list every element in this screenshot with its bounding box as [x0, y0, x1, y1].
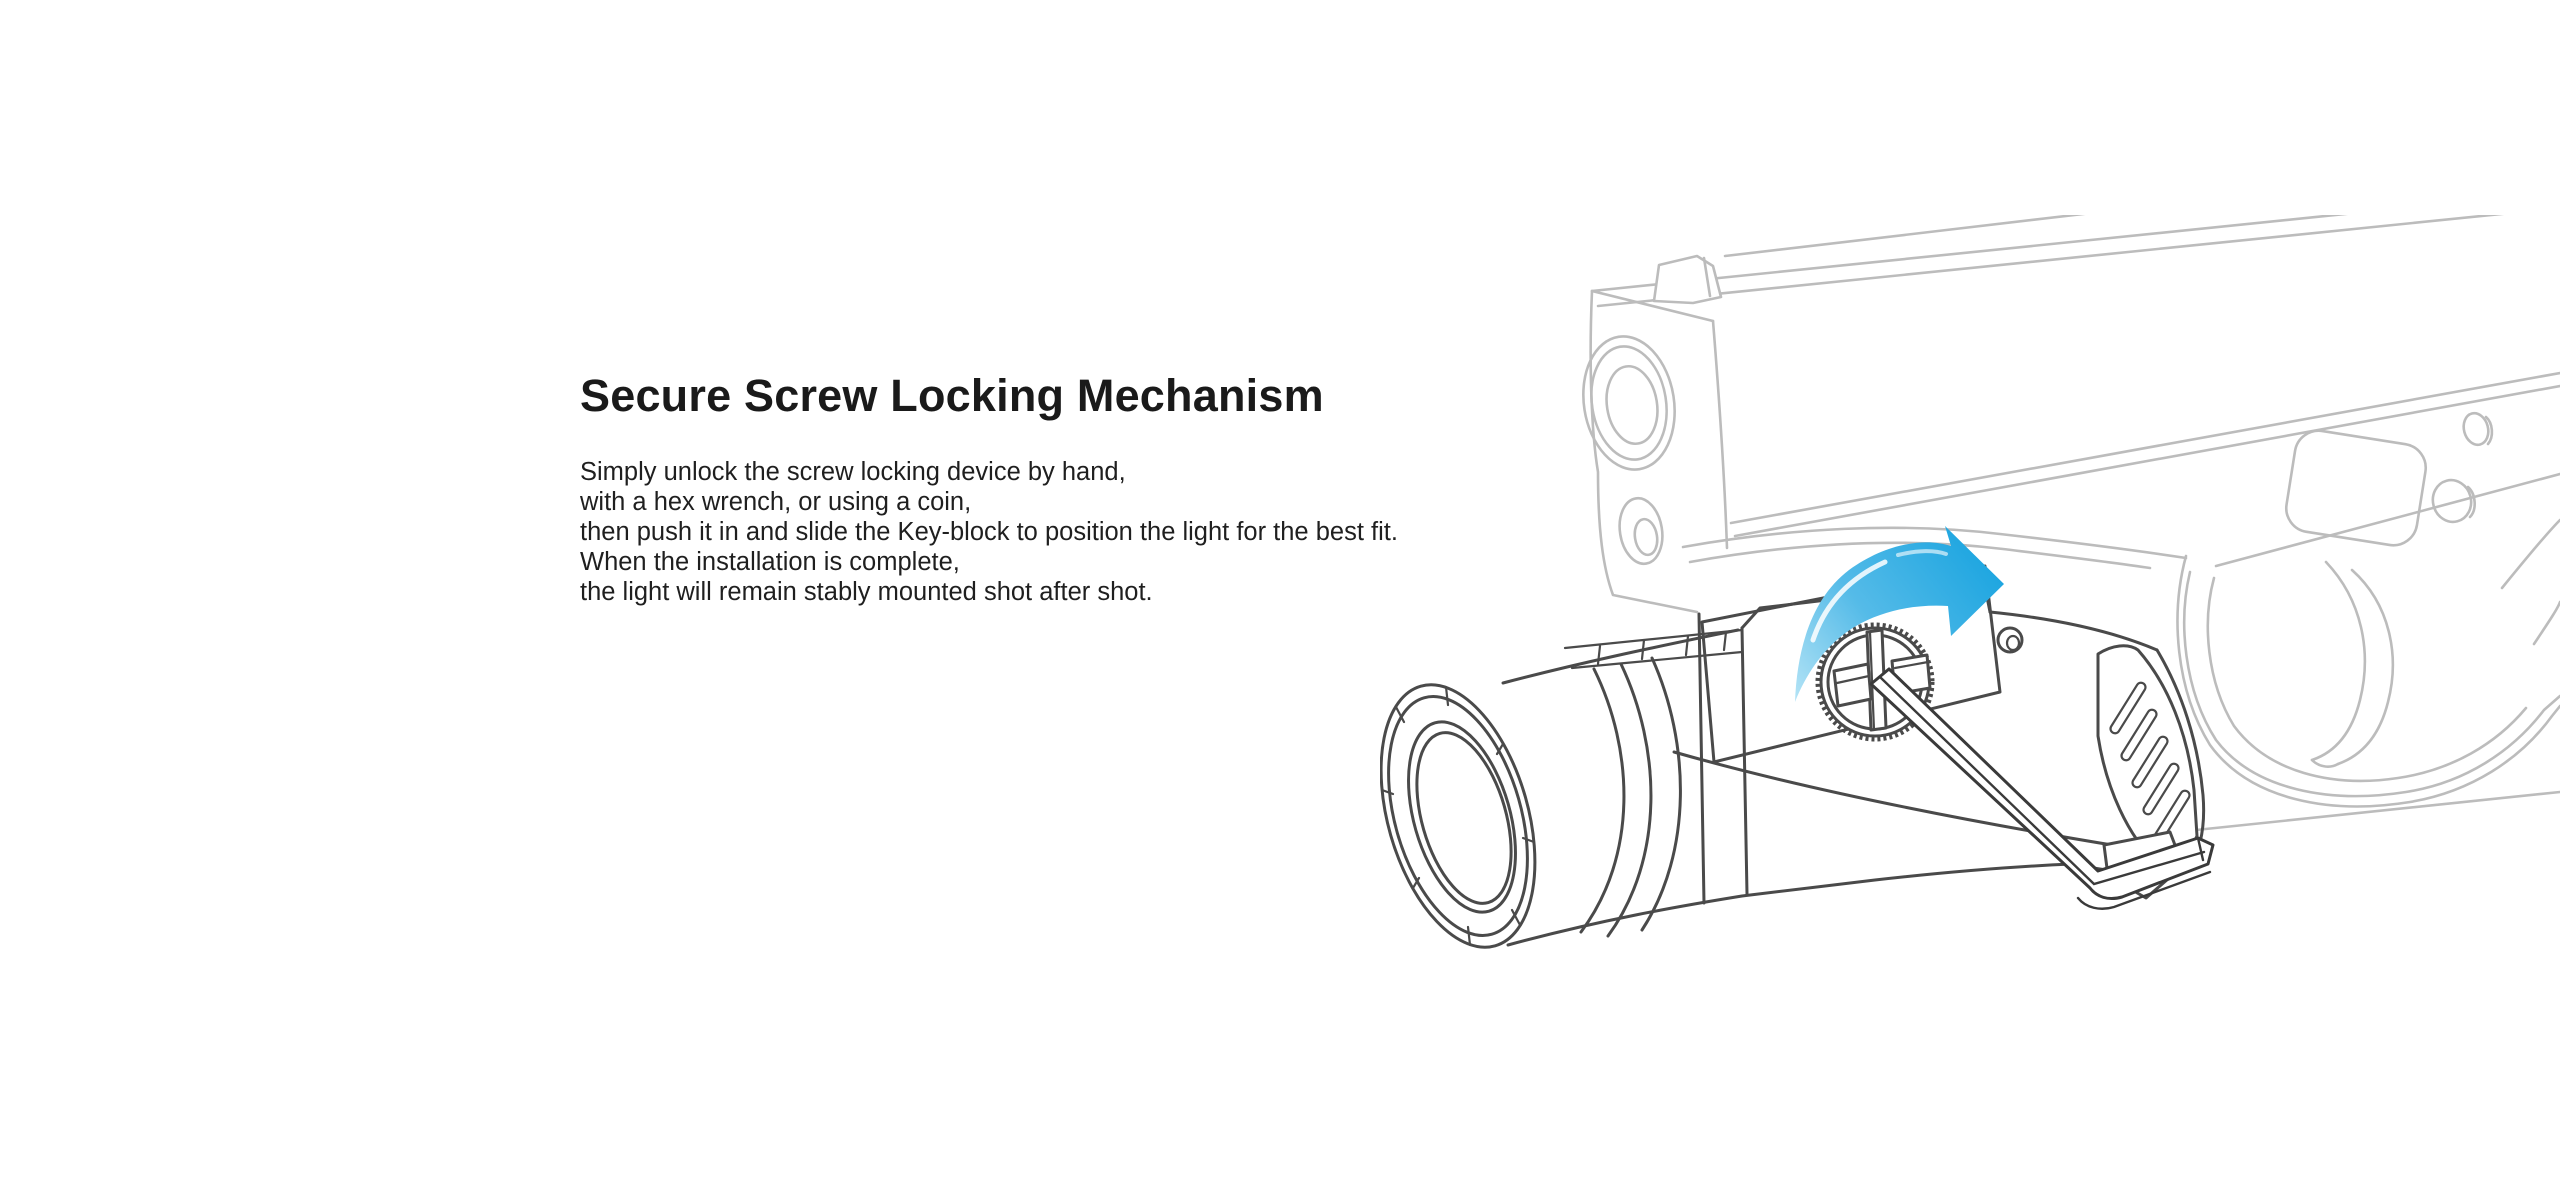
bezel-inner-ring	[1387, 694, 1529, 938]
body-roll-pin	[1996, 626, 2024, 654]
hex-wrench-tip-facet	[2196, 836, 2205, 862]
muzzle-ring-mid	[1590, 345, 1668, 461]
guide-rod-ring	[1618, 496, 1664, 566]
body-seam-2	[1606, 662, 1653, 938]
body-top-edge	[1501, 628, 1740, 685]
rotation-arrow-highlight	[1810, 559, 1888, 643]
slide-frame-seam	[1729, 371, 2560, 525]
trigger-blade-rear	[2336, 568, 2395, 766]
trigger-guard-outer-2	[2183, 570, 2560, 798]
body-bottom-edge	[1506, 862, 2074, 947]
slide-front-face-right	[1711, 319, 1729, 550]
feature-heading: Secure Screw Locking Mechanism	[580, 370, 1324, 421]
rotation-arrow-highlight-2	[1896, 549, 1948, 557]
paddle-rib	[2131, 735, 2169, 789]
paddle-rib	[2142, 762, 2180, 816]
trigger-blade-front	[2310, 560, 2367, 762]
body-roll-pin-inner	[2005, 634, 2021, 652]
description-line-3: then push it in and slide the Key-block …	[580, 517, 1398, 546]
lens-rim	[1407, 720, 1517, 914]
slide-stop-pin-depth	[2484, 415, 2494, 446]
screw-slot-left-edge	[1835, 674, 1871, 685]
switch-paddle	[2096, 644, 2199, 866]
slide-bevel-edge-2	[1596, 215, 2505, 308]
slide-frame-seam-2	[1733, 384, 2560, 538]
trigger-guard-inner	[2206, 576, 2528, 783]
trigger-tip	[2310, 758, 2340, 768]
slide-stop-pin	[2462, 411, 2490, 447]
rotation-arrow	[1795, 526, 2004, 702]
accessory-rail-edge	[1681, 526, 2188, 560]
clamp-top-right-edge	[1988, 610, 2159, 652]
paddle-rib	[2120, 708, 2158, 762]
pistol-outline	[1582, 215, 2560, 832]
mount-front-seam-2	[1740, 626, 1749, 896]
description-line-1: Simply unlock the screw locking device b…	[580, 457, 1126, 486]
screw-slot-right-edge	[1893, 660, 1930, 670]
frame-pin-depth	[2466, 485, 2476, 519]
screw-slot-left-block	[1832, 662, 1873, 708]
rotation-arrow-shape	[1795, 526, 2004, 702]
bezel-crenellations	[1380, 685, 1536, 947]
body-seam-1	[1579, 667, 1626, 934]
slide-front-face-left	[1589, 289, 1699, 614]
weapon-light	[1380, 564, 2206, 949]
paddle-rib	[2109, 681, 2147, 735]
front-sight-edge	[1702, 256, 1712, 298]
muzzle-ring-outer	[1582, 335, 1676, 471]
muzzle-bore	[1605, 364, 1659, 446]
description-line-5: the light will remain stably mounted sho…	[580, 577, 1153, 606]
trigger-guard-outer	[2176, 554, 2560, 808]
screw-knurled-rim	[1815, 622, 1935, 742]
description-line-2: with a hex wrench, or using a coin,	[580, 487, 972, 516]
screw-slot-vertical-edge	[1868, 630, 1876, 732]
lens	[1415, 731, 1513, 905]
frame-pin	[2431, 478, 2473, 524]
hex-wrench	[1869, 667, 2215, 910]
product-illustration	[1380, 215, 2560, 949]
grip-front-strap	[2500, 518, 2560, 590]
feature-description: Simply unlock the screw locking device b…	[580, 457, 1580, 607]
slide-front-face-top	[1590, 289, 1715, 323]
accessory-rail-edge-2	[1688, 541, 2152, 570]
hex-wrench-body	[1869, 667, 2215, 901]
grip-front-strap-2	[2532, 600, 2560, 646]
bezel-outer-ring	[1380, 683, 1537, 949]
slide-top-edge	[1723, 215, 2086, 258]
feature-text-block: Secure Screw Locking Mechanism Simply un…	[580, 370, 1580, 607]
hex-wrench-ridge	[1878, 675, 2206, 886]
slide-bevel-edge	[1590, 215, 2348, 293]
description-line-4: When the installation is complete,	[580, 547, 960, 576]
frame-lower-edge	[2194, 790, 2560, 832]
frame-underside-edge	[2214, 472, 2560, 568]
guide-rod	[1633, 517, 1659, 557]
body-seam-3	[1640, 656, 1682, 932]
hex-wrench-bend-edge	[2076, 870, 2212, 910]
takedown-lever	[2284, 429, 2428, 547]
